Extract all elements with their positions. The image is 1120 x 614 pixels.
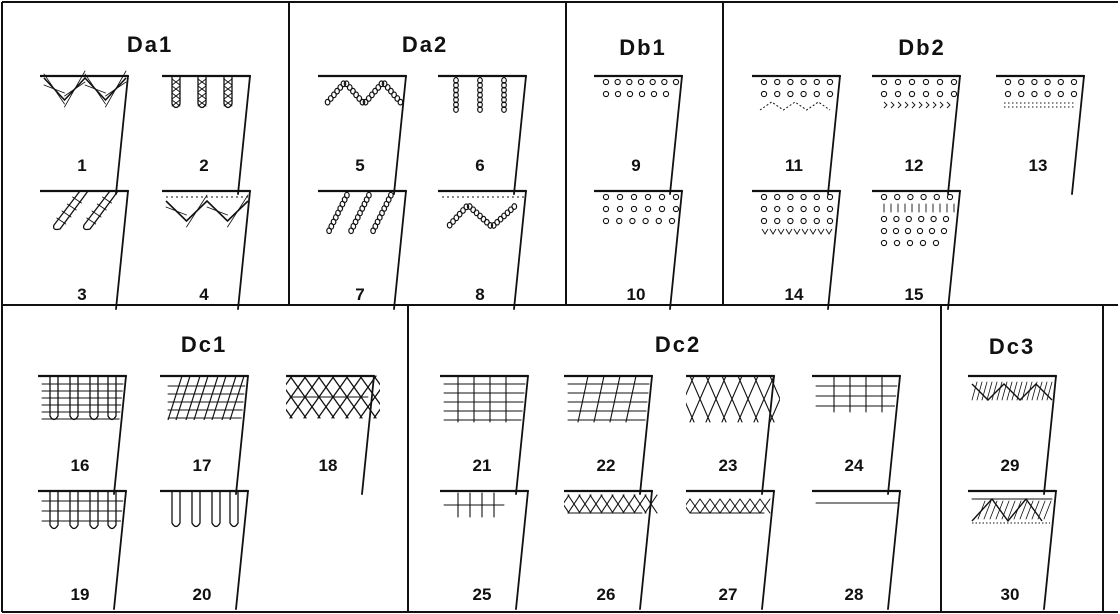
stitch-diagram-zigzag-chain-dotted	[438, 183, 532, 313]
stitch-diagram-zigzag-cross-dotted	[162, 183, 256, 313]
stitch-diagram-diagonal-chain	[318, 183, 412, 313]
stitch-number-12: 12	[905, 156, 924, 176]
stitch-number-17: 17	[193, 456, 212, 476]
stitch-number-2: 2	[199, 156, 208, 176]
stitch-number-26: 26	[597, 585, 616, 605]
group-title-dc1: Dc1	[181, 332, 227, 358]
stitch-number-8: 8	[475, 285, 484, 305]
stitch-diagram-loops-dotted	[996, 68, 1090, 198]
stitch-diagram-vertical-chain	[438, 68, 532, 198]
group-title-dc2: Dc2	[655, 332, 701, 358]
stitch-number-15: 15	[905, 285, 924, 305]
stitch-number-27: 27	[719, 585, 738, 605]
stitch-number-14: 14	[785, 285, 804, 305]
stitch-number-22: 22	[597, 456, 616, 476]
stitch-number-19: 19	[71, 585, 90, 605]
stitch-number-3: 3	[77, 285, 86, 305]
stitch-number-16: 16	[71, 456, 90, 476]
stitch-diagram-loops-zigzag	[752, 68, 846, 198]
stitch-number-11: 11	[785, 156, 803, 176]
stitch-number-13: 13	[1029, 156, 1048, 176]
stitch-diagram-zigzag-hatch	[968, 368, 1062, 498]
stitch-diagram-loops-chevron	[872, 68, 966, 198]
stitch-number-21: 21	[473, 456, 492, 476]
stitch-number-18: 18	[319, 456, 338, 476]
group-title-db2: Db2	[898, 35, 946, 61]
stitch-number-25: 25	[473, 585, 492, 605]
stitch-diagram-grid-short	[812, 368, 906, 498]
stitch-number-20: 20	[193, 585, 212, 605]
stitch-diagram-zigzag-chain	[318, 68, 412, 198]
stitch-diagram-grid-slant	[564, 368, 658, 498]
stitch-diagram-diagonal-cross	[40, 183, 134, 313]
stitch-number-7: 7	[355, 285, 364, 305]
stitch-number-29: 29	[1001, 456, 1020, 476]
stitch-diagram-zigzag-cross	[40, 68, 134, 198]
stitch-number-4: 4	[199, 285, 208, 305]
stitch-number-24: 24	[845, 456, 864, 476]
stitch-diagram-lattice	[686, 368, 780, 498]
stitch-diagram-grid-slant-loops	[160, 368, 254, 498]
stitch-number-10: 10	[627, 285, 646, 305]
stitch-diagram-lattice-dense	[286, 368, 380, 498]
stitch-number-23: 23	[719, 456, 738, 476]
stitch-number-5: 5	[355, 156, 364, 176]
group-title-db1: Db1	[619, 35, 667, 61]
stitch-number-1: 1	[77, 156, 86, 176]
stitch-number-30: 30	[1001, 585, 1020, 605]
stitch-diagram-grid	[440, 368, 534, 498]
stitch-diagram-vertical-cross	[162, 68, 256, 198]
group-title-dc3: Dc3	[989, 334, 1035, 360]
stitch-diagram-grid-loops	[38, 368, 132, 498]
stitch-number-28: 28	[845, 585, 864, 605]
stitch-number-9: 9	[631, 156, 640, 176]
stitch-number-6: 6	[475, 156, 484, 176]
group-title-da2: Da2	[402, 32, 448, 58]
stitch-diagram-loops-2	[594, 68, 688, 198]
group-title-da1: Da1	[127, 32, 173, 58]
